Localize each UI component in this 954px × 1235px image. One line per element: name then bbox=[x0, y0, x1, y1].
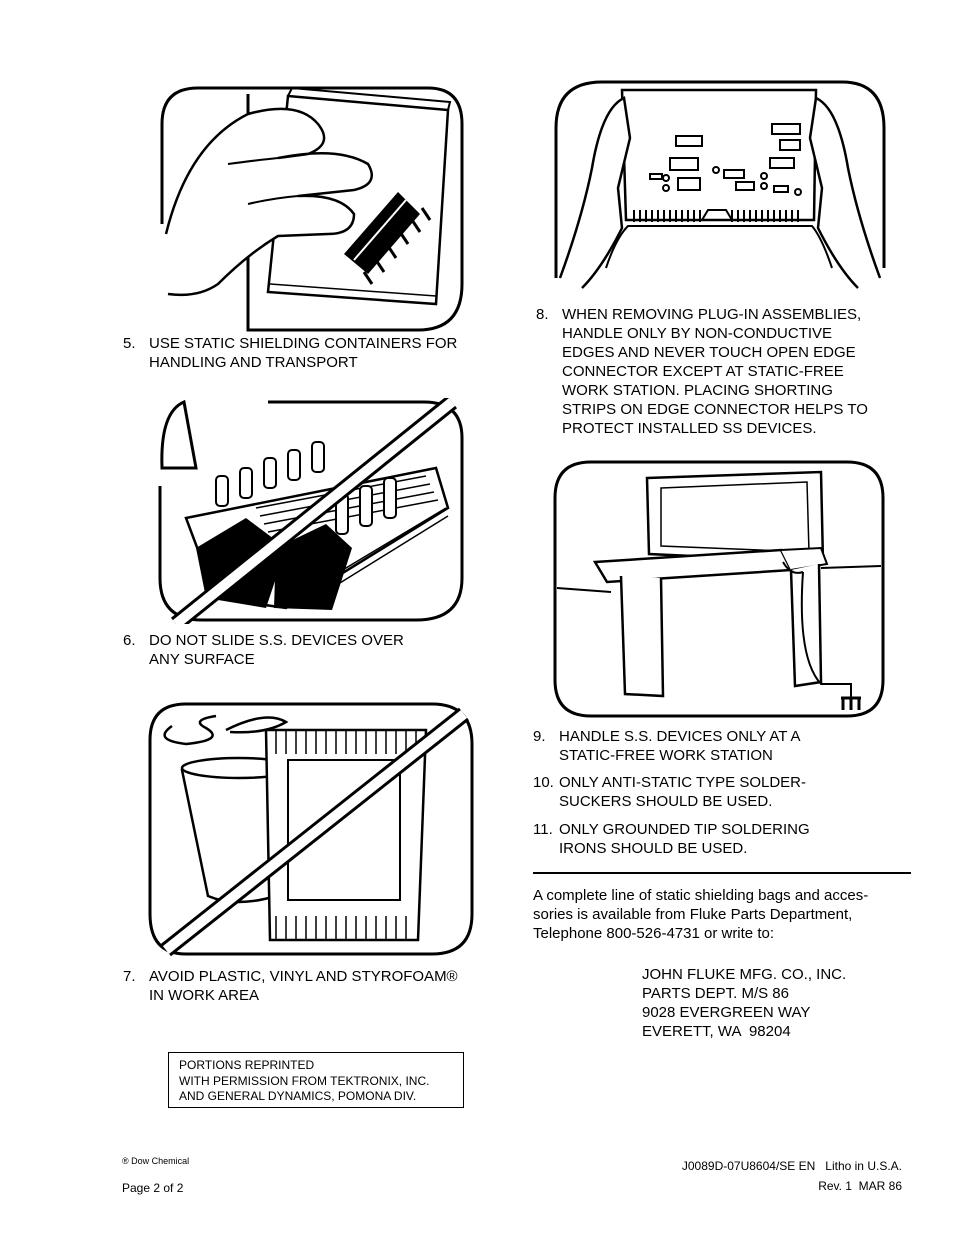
reprint-line: PORTIONS REPRINTED bbox=[179, 1058, 315, 1072]
item-number: 9. bbox=[533, 728, 546, 745]
item-number: 11. bbox=[533, 821, 553, 838]
item-text: HANDLE S.S. DEVICES ONLY AT A STATIC-FRE… bbox=[559, 728, 801, 764]
plastic-cup-and-bag-prohibited-icon bbox=[148, 702, 474, 957]
address-line: EVERETT, WA 98204 bbox=[642, 1023, 791, 1040]
address-line: 9028 EVERGREEN WAY bbox=[642, 1004, 811, 1021]
reprint-permission-box: PORTIONS REPRINTED WITH PERMISSION FROM … bbox=[168, 1052, 464, 1108]
item-text: WHEN REMOVING PLUG-IN ASSEMBLIES, HANDLE… bbox=[562, 306, 868, 437]
item-number: 10. bbox=[533, 774, 554, 791]
trademark-footnote: ® Dow Chemical bbox=[122, 1156, 190, 1166]
item-text: AVOID PLASTIC, VINYL AND STYROFOAM® IN W… bbox=[149, 968, 458, 1004]
address-line: PARTS DEPT. M/S 86 bbox=[642, 985, 789, 1002]
reprint-line: AND GENERAL DYNAMICS, POMONA DIV. bbox=[179, 1089, 417, 1103]
page-number: Page 2 of 2 bbox=[122, 1181, 184, 1195]
mailing-address: JOHN FLUKE MFG. CO., INC. PARTS DEPT. M/… bbox=[642, 965, 846, 1041]
work-station-illustration bbox=[551, 458, 887, 720]
revision-date: Rev. 1 MAR 86 bbox=[818, 1179, 902, 1193]
hands-holding-circuit-board-icon bbox=[554, 80, 886, 289]
document-code: J0089D-07U8604/SE EN Litho in U.S.A. bbox=[681, 1159, 902, 1173]
item-text: USE STATIC SHIELDING CONTAINERS FOR HAND… bbox=[149, 335, 458, 371]
shielding-bag-illustration bbox=[158, 84, 468, 334]
devices-sliding-prohibited-icon bbox=[158, 398, 464, 624]
address-line: JOHN FLUKE MFG. CO., INC. bbox=[642, 966, 847, 983]
section-divider bbox=[533, 872, 911, 874]
item-number: 7. bbox=[123, 968, 136, 985]
item-number: 6. bbox=[123, 632, 136, 649]
item-number: 8. bbox=[536, 306, 549, 323]
item-number: 5. bbox=[123, 335, 136, 352]
plastic-items-illustration bbox=[146, 700, 476, 958]
availability-paragraph: A complete line of static shielding bags… bbox=[533, 887, 869, 942]
hand-holding-shielding-bag-icon bbox=[160, 86, 464, 332]
grounded-work-station-icon bbox=[553, 460, 885, 718]
circuit-board-illustration bbox=[552, 78, 888, 290]
item-text: ONLY GROUNDED TIP SOLDERING IRONS SHOULD… bbox=[559, 821, 810, 857]
item-text: DO NOT SLIDE S.S. DEVICES OVER ANY SURFA… bbox=[149, 632, 404, 668]
reprint-line: WITH PERMISSION FROM TEKTRONIX, INC. bbox=[179, 1073, 430, 1088]
slide-devices-illustration bbox=[156, 398, 468, 624]
item-text: ONLY ANTI-STATIC TYPE SOLDER- SUCKERS SH… bbox=[559, 774, 806, 810]
